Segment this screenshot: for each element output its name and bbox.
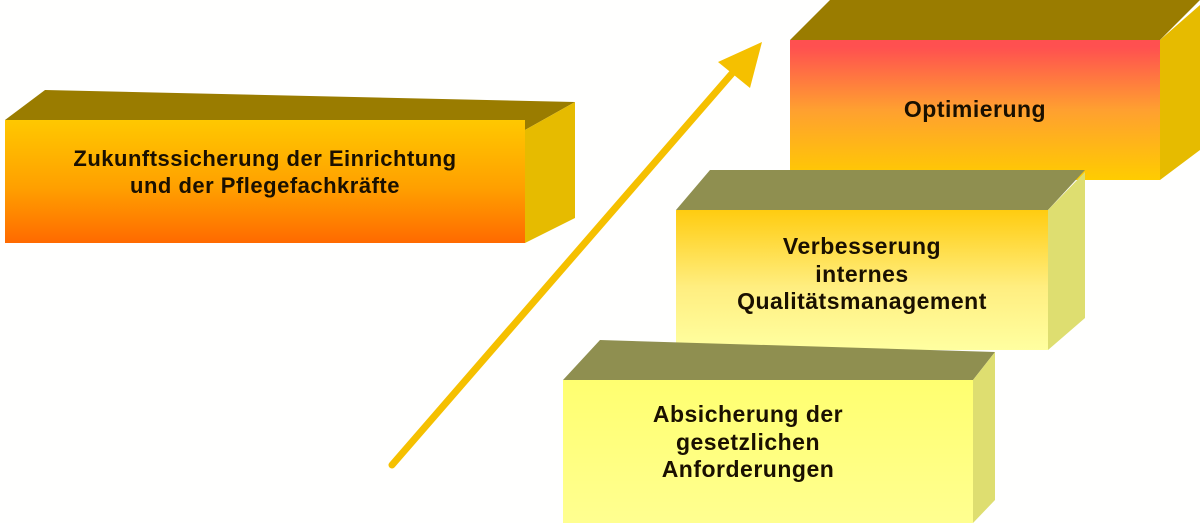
step-box-2-front bbox=[676, 210, 1048, 350]
step-1-label: Absicherung der gesetzlichen Anforderung… bbox=[563, 390, 933, 495]
step-box-1 bbox=[563, 340, 995, 523]
step-box-1-top bbox=[563, 340, 995, 380]
step-1-line-3: Anforderungen bbox=[661, 456, 835, 483]
goal-box-side bbox=[525, 102, 575, 243]
step-box-3 bbox=[790, 0, 1200, 180]
step-2-line-3: Qualitätsmanagement bbox=[737, 288, 987, 315]
arrow-up-right-icon bbox=[388, 42, 762, 469]
step-box-2-side bbox=[1048, 172, 1085, 350]
step-box-2 bbox=[676, 170, 1085, 350]
step-2-line-2: internes bbox=[815, 260, 909, 287]
step-2-label: Verbesserung internes Qualitätsmanagemen… bbox=[676, 222, 1048, 327]
step-3-label: Optimierung bbox=[790, 90, 1160, 130]
step-box-3-side bbox=[1160, 5, 1200, 180]
step-box-3-top bbox=[790, 0, 1200, 40]
step-3-line-1: Optimierung bbox=[903, 96, 1047, 123]
goal-box-line-1: Zukunftssicherung der Einrichtung bbox=[73, 146, 457, 172]
step-box-2-top bbox=[676, 170, 1085, 210]
step-box-3-front bbox=[790, 40, 1160, 180]
goal-box bbox=[5, 90, 575, 243]
step-box-1-side bbox=[973, 352, 995, 523]
step-box-1-front bbox=[563, 380, 973, 523]
goal-box-label: Zukunftssicherung der Einrichtung und de… bbox=[5, 130, 525, 215]
step-1-line-2: gesetzlichen bbox=[675, 428, 821, 455]
step-2-line-1: Verbesserung bbox=[782, 233, 942, 260]
goal-box-front bbox=[5, 120, 525, 243]
goal-box-line-2: und der Pflegefachkräfte bbox=[130, 172, 400, 198]
step-1-line-1: Absicherung der bbox=[652, 401, 844, 428]
